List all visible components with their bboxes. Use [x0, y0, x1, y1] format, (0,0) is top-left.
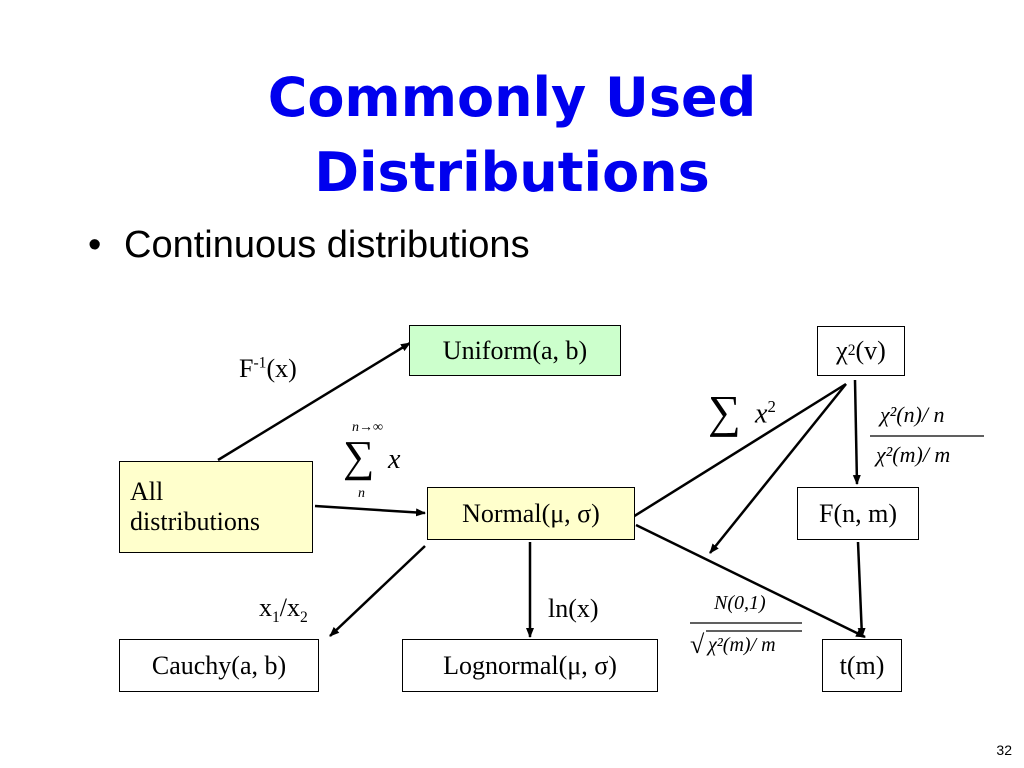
chi-symbol: χ: [836, 336, 848, 365]
ratio-slash-x2: /x: [279, 593, 301, 622]
arrow-normal-to-t: [635, 523, 866, 639]
node-lognormal: Lognormal(μ, σ): [402, 639, 658, 692]
f-denominator: χ²(m)/ m: [876, 442, 951, 467]
inverse-exp: -1: [253, 354, 267, 372]
inverse-base: F: [239, 354, 254, 383]
node-uniform: Uniform(a, b): [409, 325, 621, 376]
ratio-sub1: 1: [272, 609, 280, 627]
arrow-all-to-normal: [314, 504, 426, 517]
bullet-text: Continuous distributions: [124, 224, 530, 266]
ratio-x1: x: [259, 593, 272, 622]
f-numerator: χ²(n)/ n: [880, 402, 945, 427]
label-ratio: x1/x2: [259, 593, 308, 627]
node-f: F(n, m): [797, 487, 919, 540]
bullet-dot: •: [88, 224, 102, 266]
node-cauchy: Cauchy(a, b): [119, 639, 319, 692]
ratio-sub2: 2: [300, 609, 308, 627]
sumsq-var: x: [755, 398, 768, 430]
inverse-arg: (x): [266, 354, 297, 383]
sumsq-exp: 2: [767, 397, 776, 416]
label-ln: ln(x): [548, 594, 599, 623]
clt-upper-limit: n→∞: [352, 420, 383, 435]
slide-title-line2: Distributions: [314, 141, 710, 204]
arrow-all-to-uniform: [217, 341, 411, 462]
sumsq-variable: x2: [755, 397, 776, 430]
node-all-distributions: All distributions: [119, 461, 313, 553]
sumsq-sigma: ∑: [708, 386, 741, 437]
node-t: t(m): [822, 639, 902, 692]
bullet-item: • Continuous distributions: [88, 224, 530, 267]
node-normal: Normal(μ, σ): [427, 487, 635, 540]
slide-number: 32: [996, 742, 1012, 758]
t-root: √: [690, 630, 705, 659]
clt-lower-limit: n: [358, 486, 365, 501]
clt-variable: x: [388, 444, 401, 475]
node-all-line2: distributions: [130, 507, 261, 536]
arrow-chi-to-f: [852, 379, 861, 485]
arrow-chi-to-sumsq-end: [709, 383, 847, 554]
line-normal-to-chi: [619, 382, 847, 527]
chi-argument: (v): [855, 336, 886, 365]
arrow-normal-to-cauchy: [329, 545, 426, 637]
t-denominator: χ²(m)/ m: [708, 634, 776, 656]
slide-title-line1: Commonly Used: [267, 66, 757, 129]
clt-sigma: ∑: [343, 432, 375, 481]
chi-exponent: 2: [847, 342, 856, 359]
label-inverse-cdf: F-1(x): [239, 354, 297, 384]
arrow-f-to-t: [856, 541, 866, 638]
node-all-line1: All: [130, 477, 164, 506]
t-numerator: N(0,1): [714, 592, 766, 614]
